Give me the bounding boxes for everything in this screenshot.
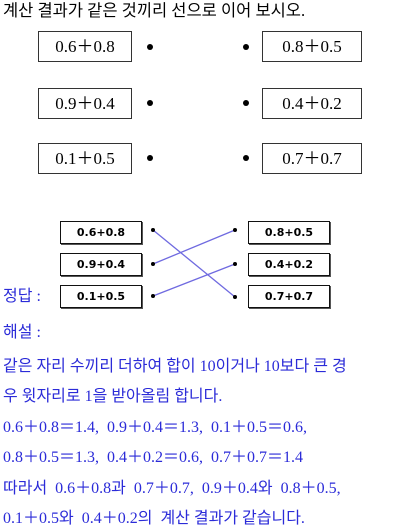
problem-right-box-2: 0.4＋0.2 xyxy=(262,88,362,119)
answer-right-box-3: 0.7+0.7 xyxy=(248,285,330,308)
question-text: 계산 결과가 같은 것끼리 선으로 이어 보시오. xyxy=(3,1,306,20)
explanation-line-1: 같은 자리 수끼리 더하여 합이 10이거나 10보다 큰 경 xyxy=(3,358,347,375)
problem-left-dot-2[interactable] xyxy=(147,100,153,106)
problem-left-dot-3[interactable] xyxy=(147,155,153,161)
answer-right-box-2: 0.4+0.2 xyxy=(248,253,330,276)
answer-left-box-2: 0.9+0.4 xyxy=(60,253,142,276)
answer-left-dot-3 xyxy=(151,294,155,298)
answer-left-box-1: 0.6+0.8 xyxy=(60,221,142,244)
answer-right-box-1: 0.8+0.5 xyxy=(248,221,330,244)
problem-right-dot-3[interactable] xyxy=(243,155,249,161)
explanation-line-3: 0.6＋0.8＝1.4, 0.9＋0.4＝1.3, 0.1＋0.5＝0.6, xyxy=(3,419,308,436)
problem-right-dot-1[interactable] xyxy=(243,44,249,50)
answer-match-line-2 xyxy=(152,229,236,265)
answer-left-dot-1 xyxy=(151,228,155,232)
problem-left-dot-1[interactable] xyxy=(147,44,153,50)
explanation-line-6: 0.1＋0.5와 0.4＋0.2의 계산 결과가 같습니다. xyxy=(3,510,305,527)
answer-label: 정답 : xyxy=(3,288,41,305)
answer-left-dot-2 xyxy=(151,262,155,266)
explanation-line-5: 따라서 0.6＋0.8과 0.7＋0.7, 0.9＋0.4와 0.8＋0.5, xyxy=(3,480,341,497)
answer-match-line-1 xyxy=(152,229,236,298)
answer-left-box-3: 0.1+0.5 xyxy=(60,285,142,308)
explanation-line-2: 우 윗자리로 1을 받아올림 합니다. xyxy=(3,388,223,405)
explanation-label: 해설 : xyxy=(3,324,41,341)
problem-right-dot-2[interactable] xyxy=(243,100,249,106)
answer-right-dot-2 xyxy=(233,262,237,266)
answer-right-dot-3 xyxy=(233,295,237,299)
problem-right-box-3: 0.7＋0.7 xyxy=(262,143,362,174)
problem-left-box-1: 0.6＋0.8 xyxy=(38,31,132,62)
explanation-line-4: 0.8＋0.5＝1.3, 0.4＋0.2＝0.6, 0.7＋0.7＝1.4 xyxy=(3,449,304,466)
problem-left-box-2: 0.9＋0.4 xyxy=(38,88,132,119)
answer-match-line-3 xyxy=(152,263,236,297)
problem-right-box-1: 0.8＋0.5 xyxy=(262,31,362,62)
answer-right-dot-1 xyxy=(233,228,237,232)
problem-left-box-3: 0.1＋0.5 xyxy=(38,143,132,174)
